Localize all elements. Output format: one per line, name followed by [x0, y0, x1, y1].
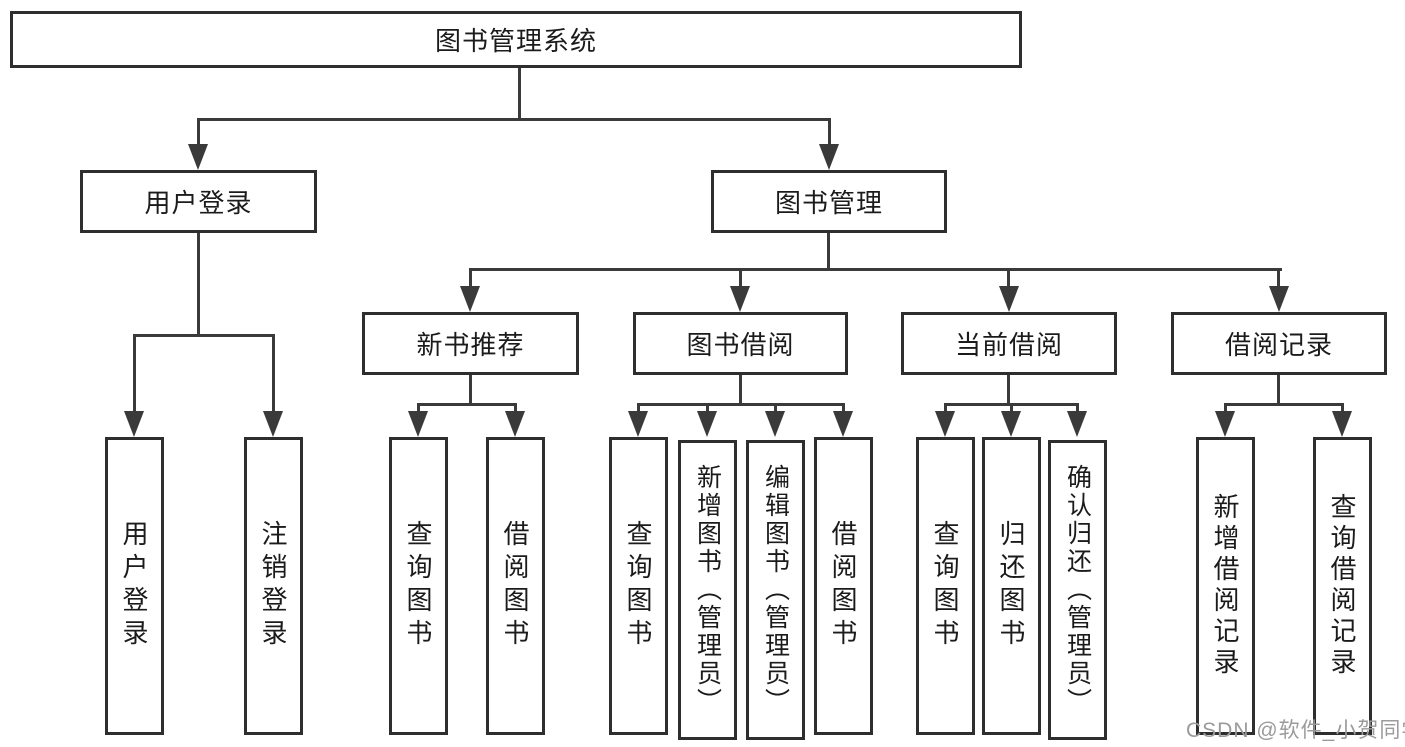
node-book-management: 图书管理 [711, 170, 947, 233]
leaf-borrow-books-recommend: 借阅图书 [486, 437, 545, 735]
arrowhead-down-icon [628, 411, 648, 437]
connector-line [197, 118, 200, 146]
node-borrowing-records: 借阅记录 [1171, 312, 1387, 375]
connector-line [706, 403, 709, 413]
connector-line [1277, 375, 1280, 405]
arrowhead-down-icon [124, 411, 144, 437]
arrowhead-down-icon [999, 286, 1019, 312]
node-book-management-system: 图书管理系统 [10, 11, 1022, 68]
connector-line [944, 403, 947, 413]
node-book-borrowing: 图书借阅 [633, 312, 848, 375]
connector-line [197, 233, 200, 336]
node-new-book-recommend: 新书推荐 [362, 312, 579, 375]
arrowhead-down-icon [697, 411, 717, 437]
node-user-login: 用户登录 [80, 170, 317, 233]
arrowhead-down-icon [1067, 411, 1087, 437]
leaf-confirm-return-admin: 确认归还（管理员） [1048, 440, 1107, 740]
connector-line [197, 118, 831, 121]
arrowhead-down-icon [188, 144, 208, 170]
connector-line [739, 268, 742, 288]
arrowhead-down-icon [1332, 411, 1352, 437]
arrowhead-down-icon [819, 144, 839, 170]
connector-line [774, 403, 777, 413]
connector-line [1076, 403, 1079, 413]
leaf-borrow-books: 借阅图书 [814, 437, 873, 735]
connector-line [1010, 403, 1013, 413]
leaf-query-books-recommend: 查询图书 [389, 437, 448, 735]
leaf-query-borrow-record: 查询借阅记录 [1313, 437, 1372, 735]
arrowhead-down-icon [505, 411, 525, 437]
arrowhead-down-icon [730, 286, 750, 312]
arrowhead-down-icon [263, 411, 283, 437]
connector-line [469, 268, 1282, 271]
arrowhead-down-icon [833, 411, 853, 437]
connector-line [1341, 403, 1344, 413]
connector-line [1224, 403, 1344, 406]
leaf-edit-books-admin: 编辑图书（管理员） [746, 440, 805, 740]
connector-line [1277, 268, 1280, 288]
leaf-query-books-borrowing: 查询图书 [609, 437, 668, 735]
connector-line [1224, 403, 1227, 413]
connector-line [842, 403, 845, 413]
arrowhead-down-icon [1215, 411, 1235, 437]
connector-line [133, 334, 136, 413]
connector-line [1007, 268, 1010, 288]
leaf-add-books-admin: 新增图书（管理员） [678, 440, 737, 740]
connector-line [1007, 375, 1010, 405]
connector-line [417, 403, 420, 413]
connector-line [133, 334, 275, 337]
leaf-query-books-current: 查询图书 [916, 437, 975, 735]
leaf-add-borrow-record: 新增借阅记录 [1196, 437, 1255, 735]
connector-line [272, 334, 275, 413]
connector-line [514, 403, 517, 413]
arrowhead-down-icon [408, 411, 428, 437]
leaf-user-login: 用户登录 [105, 437, 164, 735]
arrowhead-down-icon [1269, 286, 1289, 312]
connector-line [469, 268, 472, 288]
connector-line [637, 403, 845, 406]
connector-line [518, 68, 521, 120]
arrowhead-down-icon [1001, 411, 1021, 437]
connector-line [637, 403, 640, 413]
arrowhead-down-icon [460, 286, 480, 312]
arrowhead-down-icon [935, 411, 955, 437]
leaf-return-books: 归还图书 [982, 437, 1041, 735]
csdn-watermark: CSDN @软件_小贺同学 [1186, 719, 1405, 742]
connector-line [417, 403, 517, 406]
connector-line [827, 233, 830, 270]
node-current-borrowing: 当前借阅 [901, 312, 1117, 375]
connector-line [739, 375, 742, 405]
leaf-logout: 注销登录 [244, 437, 303, 735]
connector-line [828, 118, 831, 146]
arrowhead-down-icon [765, 411, 785, 437]
connector-line [469, 375, 472, 405]
